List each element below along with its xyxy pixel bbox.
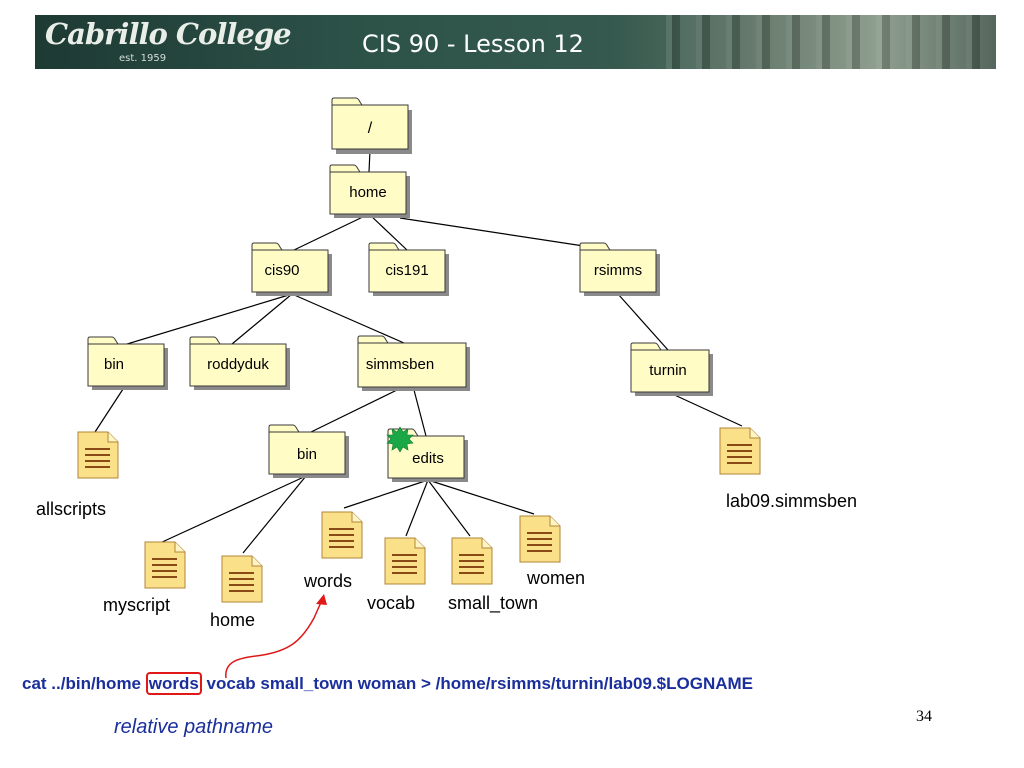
file-label-vocab: vocab xyxy=(367,593,416,613)
file-icon-small-town[interactable] xyxy=(451,537,493,585)
college-logo: Cabrillo College xyxy=(45,17,292,51)
command-prefix: cat ../bin/home xyxy=(22,674,146,693)
header-photo-strip xyxy=(666,15,996,69)
page-number: 34 xyxy=(916,708,932,725)
folder-label-simmsben: simmsben xyxy=(366,356,434,373)
folder-rsimms[interactable]: rsimms xyxy=(579,242,660,296)
folder-label-bin: bin xyxy=(104,356,124,373)
file-label-words: words xyxy=(304,571,353,591)
slide-title: CIS 90 - Lesson 12 xyxy=(362,30,584,58)
folder-label-bin-simmsben: bin xyxy=(297,446,317,463)
folder-bin-simmsben[interactable]: bin xyxy=(268,424,349,478)
folder-cis90[interactable]: cis90 xyxy=(251,242,332,296)
file-icon-home[interactable] xyxy=(221,555,263,603)
folder-label-turnin: turnin xyxy=(649,362,687,379)
folder-label-edits: edits xyxy=(412,450,444,467)
caption-relative-pathname: relative pathname xyxy=(114,716,273,738)
folder-label-home: home xyxy=(349,184,387,201)
folder-simmsben[interactable]: simmsben xyxy=(357,335,470,391)
file-icon-women[interactable] xyxy=(519,515,561,563)
file-label-myscript: myscript xyxy=(103,595,170,615)
starburst-marker-icon xyxy=(386,426,414,453)
file-label-small-town: small_town xyxy=(448,593,539,613)
folder-home[interactable]: home xyxy=(329,164,410,218)
folder-edits[interactable]: edits xyxy=(387,428,468,482)
file-icon-allscripts[interactable] xyxy=(77,431,119,479)
folder-label-roddyduk: roddyduk xyxy=(207,356,269,373)
folder-cis191[interactable]: cis191 xyxy=(368,242,449,296)
folder-label-root: / xyxy=(368,120,373,137)
arrow-head-icon xyxy=(316,594,327,605)
college-logo-subtitle: est. 1959 xyxy=(119,53,167,64)
file-label-lab09: lab09.simmsben xyxy=(726,491,858,511)
folder-turnin[interactable]: turnin xyxy=(630,342,713,396)
command-highlight: words xyxy=(145,672,202,695)
folder-label-cis191: cis191 xyxy=(385,262,428,279)
command-line: cat ../bin/home words vocab small_town w… xyxy=(22,672,754,695)
folder-bin[interactable]: bin xyxy=(87,336,168,390)
folder-label-cis90: cis90 xyxy=(264,262,299,279)
folder-roddyduk[interactable]: roddyduk xyxy=(189,336,290,390)
slide-header: Cabrillo College est. 1959 CIS 90 - Less… xyxy=(35,15,996,69)
folder-label-rsimms: rsimms xyxy=(594,262,642,279)
file-label-allscripts: allscripts xyxy=(36,499,107,519)
file-label-home: home xyxy=(210,610,256,630)
file-icon-vocab[interactable] xyxy=(384,537,426,585)
folder-root[interactable]: / xyxy=(331,97,412,154)
file-icon-myscript[interactable] xyxy=(144,541,186,589)
command-suffix: vocab small_town woman > /home/rsimms/tu… xyxy=(201,674,754,693)
file-icon-words[interactable] xyxy=(321,511,363,559)
file-label-women: women xyxy=(527,568,586,588)
pointer-arrow xyxy=(225,599,323,679)
file-icon-lab09[interactable] xyxy=(719,427,761,475)
